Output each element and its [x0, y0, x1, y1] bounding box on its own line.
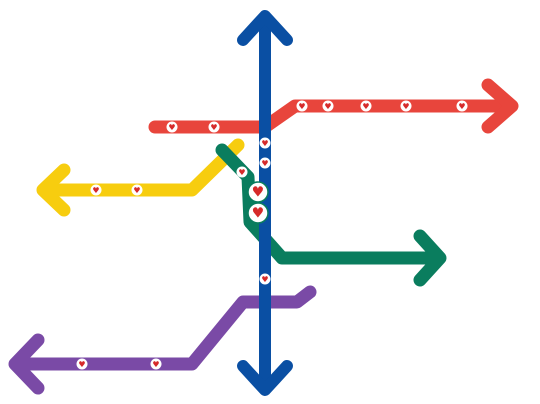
stations: ♥ ♥ ♥ ♥ ♥ ♥ ♥ ♥ ♥ ♥ ♥ ♥ ♥ ♥ ♥ ♥ ♥	[76, 100, 468, 370]
station-marker	[208, 121, 220, 133]
station-marker	[456, 100, 468, 112]
heart-icon: ♥	[402, 102, 409, 111]
station-marker	[360, 100, 372, 112]
station-marker	[247, 181, 269, 203]
purple-line-route	[15, 285, 317, 371]
blue-line-station: ♥	[259, 273, 271, 285]
purple-line-arrow-icon	[8, 333, 45, 395]
heart-icon: ♥	[133, 186, 140, 195]
purple-line	[8, 285, 317, 395]
station-marker	[247, 202, 269, 224]
heart-icon: ♥	[78, 360, 85, 369]
blue-line	[237, 10, 293, 396]
red-line-arrow-icon	[481, 78, 519, 134]
heart-icon: ♥	[261, 139, 268, 148]
heart-icon: ♥	[324, 102, 331, 111]
heart-icon: ♥	[210, 123, 217, 132]
interchange-station: ♥	[247, 181, 269, 203]
green-line-arrow-icon	[413, 229, 447, 287]
yellow-line	[36, 138, 245, 217]
station-marker	[322, 100, 334, 112]
heart-icon: ♥	[168, 123, 175, 132]
red-line-station: ♥	[400, 100, 412, 112]
heart-icon: ♥	[152, 360, 159, 369]
yellow-line-arrow-icon	[36, 163, 71, 217]
yellow-line-station: ♥	[131, 184, 143, 196]
station-marker	[236, 166, 248, 178]
station-marker	[259, 273, 271, 285]
station-marker	[166, 121, 178, 133]
station-marker	[400, 100, 412, 112]
red-line-station: ♥	[208, 121, 220, 133]
yellow-line-station: ♥	[90, 184, 102, 196]
station-marker	[76, 358, 88, 370]
purple-line-station: ♥	[76, 358, 88, 370]
station-marker	[90, 184, 102, 196]
blue-line-south-arrow-icon	[237, 360, 293, 396]
green-line-station: ♥	[236, 166, 248, 178]
heart-icon: ♥	[261, 159, 268, 168]
heart-icon: ♥	[238, 168, 245, 177]
red-line-station: ♥	[456, 100, 468, 112]
heart-icon: ♥	[252, 206, 265, 222]
red-line-station: ♥	[166, 121, 178, 133]
station-marker	[150, 358, 162, 370]
blue-line-station: ♥	[259, 137, 271, 149]
heart-icon: ♥	[458, 102, 465, 111]
station-marker	[296, 100, 308, 112]
red-line-station: ♥	[296, 100, 308, 112]
station-marker	[131, 184, 143, 196]
heart-icon: ♥	[362, 102, 369, 111]
heart-icon: ♥	[92, 186, 99, 195]
blue-line-north-arrow-icon	[237, 10, 293, 46]
red-line-station: ♥	[322, 100, 334, 112]
red-line-station: ♥	[360, 100, 372, 112]
purple-line-station: ♥	[150, 358, 162, 370]
yellow-line-route	[43, 138, 245, 197]
heart-icon: ♥	[261, 275, 268, 284]
blue-line-station: ♥	[259, 157, 271, 169]
heart-icon: ♥	[252, 185, 265, 201]
station-marker	[259, 137, 271, 149]
interchange-station: ♥	[247, 202, 269, 224]
heart-icon: ♥	[298, 102, 305, 111]
station-marker	[259, 157, 271, 169]
